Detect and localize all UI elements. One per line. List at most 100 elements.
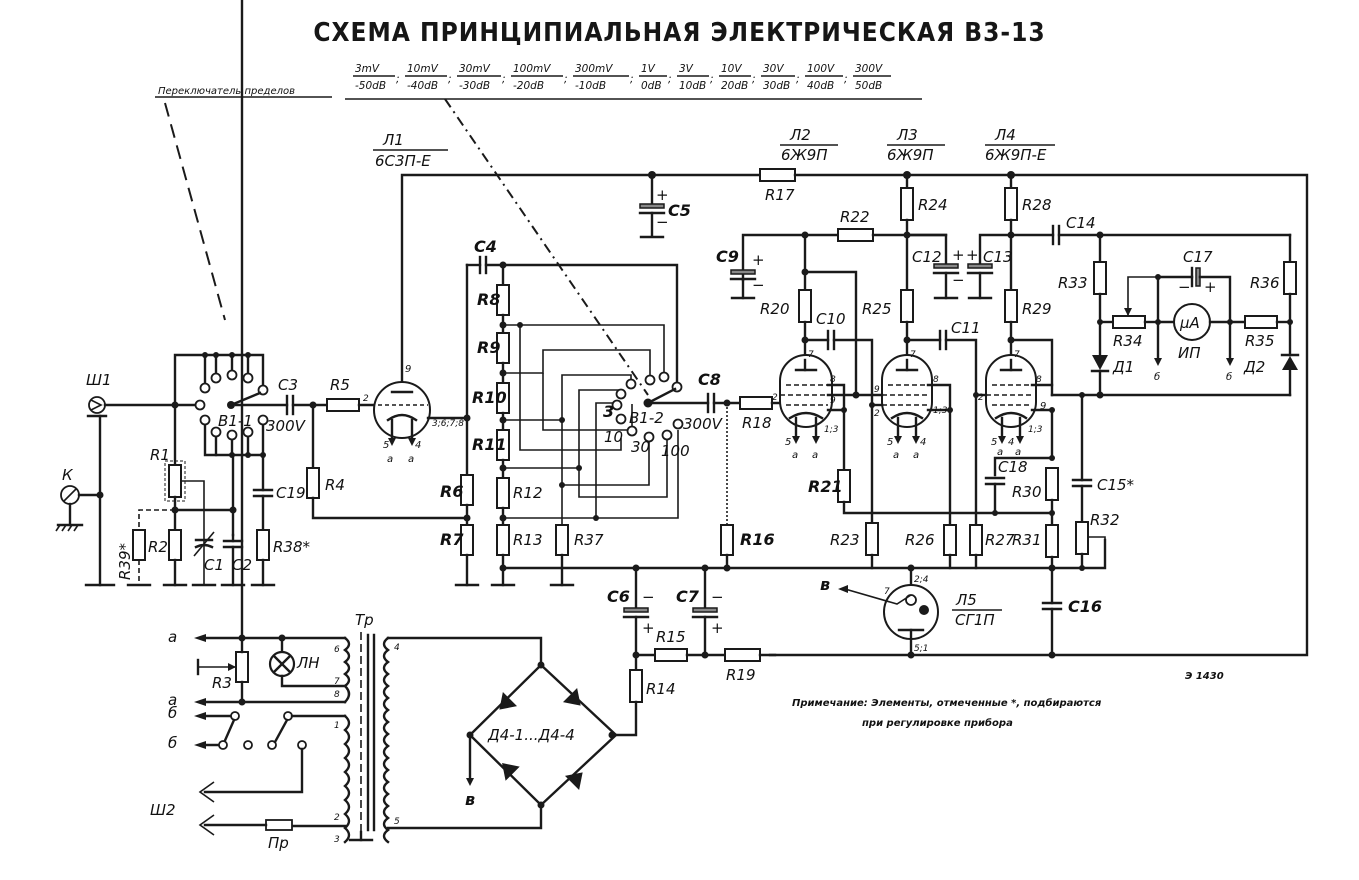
tube-l1: 9 3;6;7;8 5 4 а а [373,364,471,465]
l3-pin-9: 9 [874,385,880,395]
meter-unit: μA [1179,314,1200,332]
resistor-r5 [326,398,360,412]
range-db: 20dB [721,80,748,92]
label-r6: R6 [440,482,463,501]
b1-2-pos-10: 10 [604,428,623,446]
l4-pin-anode: 7 [1014,350,1020,360]
range-switch-header: Переключатель пределов 3mV-50dB;10mV-40d… [155,63,922,396]
label-r10: R10 [472,388,507,407]
potentiometer-r34 [1112,315,1146,329]
c12-plus: + [952,246,965,264]
label-pr: Пр [268,834,289,852]
tr-pin-1: 1 [334,721,340,731]
range-separator: ; [710,73,714,85]
l3-pin-h2: 4 [920,437,926,448]
resistor-r38 [256,529,270,561]
resistor-r17 [759,168,796,182]
b1-2-pos-3: 3 [603,402,614,421]
range-voltage: 10V [721,63,742,75]
label-r29: R29 [1022,300,1052,318]
label-r17: R17 [765,186,795,204]
l3-pin-13: 1;3 [933,406,948,416]
range-db: -20dB [513,80,544,92]
b-plus-rail: R17 + − C5 [400,168,1309,657]
range-option: 10mV-40dB; [405,63,452,92]
label-r3: R3 [212,674,232,692]
resistor-r28 [1004,187,1018,221]
c12-minus: − [952,271,965,289]
label-c4: C4 [474,237,497,256]
l2-pin-9: 9 [830,396,836,406]
c9-minus: − [752,276,765,294]
range-voltage: 100V [807,63,835,75]
label-r9: R9 [477,338,500,357]
l2-pin-grid: 2 [772,393,778,403]
meter-ref: ИП [1178,344,1201,362]
label-c14: C14 [1066,214,1096,232]
resistor-r36 [1283,261,1297,295]
capacitor-c5 [639,203,665,209]
label-r31: R31 [1012,531,1042,549]
meter-net-b2: б [1226,371,1232,383]
range-voltage: 3mV [355,63,380,75]
label-c15: C15* [1097,476,1135,494]
range-separator: ; [752,73,756,85]
l2-net-a1: а [792,450,798,461]
range-voltage: 30V [763,63,784,75]
l1-net-a1: а [387,454,393,465]
note-line-2: при регулировке прибора [862,717,1013,729]
resistor-r31 [1045,524,1059,558]
label-bridge: Д4-1...Д4-4 [487,726,575,744]
tube-l2-ref: Л2 [789,126,811,144]
l5-net-v: в [820,575,830,594]
resistor-r35 [1244,315,1278,329]
range-db: 50dB [855,80,882,92]
b1-2-pos-30: 30 [631,438,650,456]
label-r1: R1 [150,446,170,464]
label-d1: Д1 [1112,358,1134,376]
resistor-r23 [865,522,879,556]
resistor-r2 [168,529,182,561]
range-separator: ; [502,73,506,85]
label-sh1: Ш1 [86,371,112,389]
label-r35: R35 [1245,332,1275,350]
label-c12: C12 [912,248,942,266]
range-option: 300mV-10dB; [573,63,634,92]
range-voltage: 3V [679,63,694,75]
label-r12: R12 [513,484,543,502]
c5-plus: + [656,186,669,204]
label-b1-1: В1-1 [218,412,253,430]
range-db: -50dB [355,80,386,92]
l2-pin-h1: 5 [785,437,791,448]
label-r20: R20 [760,300,790,318]
range-separator: ; [448,73,452,85]
l1-pin-cathode: 3;6;7;8 [432,419,464,429]
c6-plus: + [642,619,655,637]
resistor-r1 [168,464,182,498]
label-r28: R28 [1022,196,1052,214]
c5-minus: − [656,213,669,231]
range-db: 10dB [679,80,706,92]
range-option: 100mV-20dB; [511,63,568,92]
label-c8: C8 [698,370,721,389]
ps-net-b1: б [168,704,177,722]
label-r39: R39* [116,542,134,580]
label-r38: R38* [273,538,311,556]
resistor-r15 [654,648,688,662]
label-d2: Д2 [1243,358,1265,376]
label-r2: R2 [148,538,168,556]
c13-plus: + [966,246,979,264]
resistor-r37 [555,524,569,556]
l4-pin-grid: 2 [978,393,984,403]
range-separator: ; [796,73,800,85]
l4-net-a2: а [1015,447,1021,458]
diode-bridge: Д4-1...Д4-4 в [465,661,618,809]
range-separator: ; [668,73,672,85]
tube-l1-ref: Л1 [382,131,404,149]
tube-l3 [881,354,933,428]
label-r13: R13 [513,531,543,549]
label-c9: C9 [716,247,739,266]
l1-net-a2: а [408,454,414,465]
